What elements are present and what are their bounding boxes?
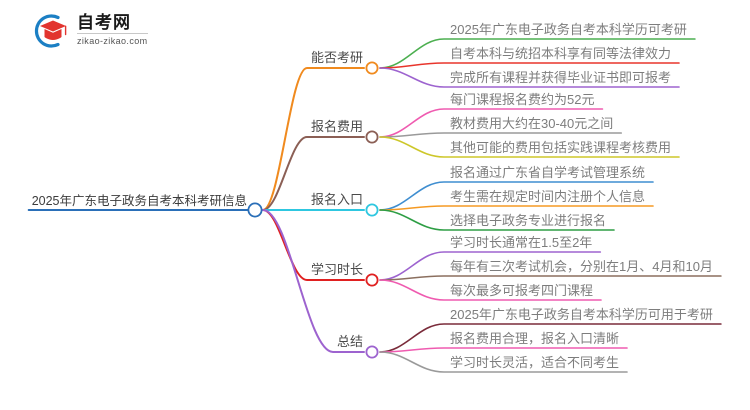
leaf-label-3-1: 报名通过广东省自学考试管理系统: [450, 165, 646, 180]
logo-name: 自考网: [77, 13, 148, 34]
leaf-label-5-2: 报名费用合理，报名入口清晰: [450, 331, 620, 346]
leaf-label-5-3: 学习时长灵活，适合不同考生: [450, 355, 620, 370]
leaf-label-1-2: 自考本科与统招本科享有同等法律效力: [450, 46, 672, 61]
leaf-label-2-1: 每门课程报名费约为52元: [450, 92, 595, 107]
branch-label-3: 报名入口: [310, 192, 363, 207]
branch-node-5[interactable]: [365, 345, 379, 359]
branch-connector-5: [262, 209, 365, 353]
leaf-label-1-3: 完成所有课程并获得毕业证书即可报考: [450, 70, 672, 85]
root-topic-label: 2025年广东电子政务自考本科考研信息: [31, 194, 247, 208]
leaf-label-3-2: 考生需在规定时间内注册个人信息: [450, 189, 646, 204]
branch-connector-1: [262, 67, 365, 211]
site-logo: 自考网 zikao-zikao.com: [28, 10, 148, 52]
branch-node-1[interactable]: [365, 61, 379, 75]
leaf-connector-3-2: [379, 205, 654, 211]
leaf-label-5-1: 2025年广东电子政务自考本科学历可用于考研: [450, 307, 713, 322]
branch-label-5: 总结: [336, 334, 363, 349]
logo-text: 自考网 zikao-zikao.com: [77, 13, 148, 49]
leaf-connector-2-2: [379, 132, 623, 138]
leaf-label-1-1: 2025年广东电子政务自考本科学历可考研: [450, 22, 687, 37]
leaf-label-2-3: 其他可能的费用包括实践课程考核费用: [450, 140, 672, 155]
leaf-label-4-3: 每次最多可报考四门课程: [450, 283, 594, 298]
root-node[interactable]: [247, 202, 263, 218]
branch-label-4: 学习时长: [310, 262, 363, 277]
branch-label-2: 报名费用: [310, 119, 363, 134]
leaf-label-4-1: 学习时长通常在1.5至2年: [450, 235, 593, 250]
leaf-connector-1-2: [379, 62, 680, 69]
branch-node-2[interactable]: [365, 130, 379, 144]
leaf-label-4-2: 每年有三次考试机会，分别在1月、4月和10月: [450, 259, 713, 274]
graduation-cap-icon: [28, 10, 70, 52]
leaf-connector-4-2: [379, 275, 722, 281]
branch-node-4[interactable]: [365, 273, 379, 287]
branch-node-3[interactable]: [365, 203, 379, 217]
branch-label-1: 能否考研: [310, 50, 363, 65]
leaf-label-3-3: 选择电子政务专业进行报名: [450, 213, 607, 228]
leaf-label-2-2: 教材费用大约在30-40元之间: [450, 116, 614, 131]
logo-url: zikao-zikao.com: [77, 36, 148, 46]
leaf-connector-5-2: [379, 347, 628, 353]
